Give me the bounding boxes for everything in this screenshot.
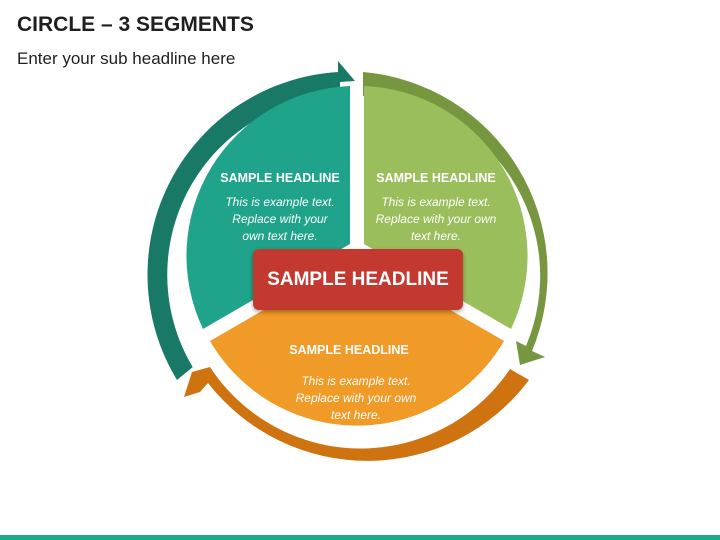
page-title: CIRCLE – 3 SEGMENTS <box>17 13 254 36</box>
arrow-teal <box>147 61 355 380</box>
segment-green <box>364 86 528 329</box>
segment-1-headline: SAMPLE HEADLINE <box>220 171 339 185</box>
segment-3-line-1: This is example text. <box>301 374 410 388</box>
segment-orange <box>210 256 504 426</box>
segment-3-headline: SAMPLE HEADLINE <box>289 343 408 357</box>
segment-1-line-3: own text here. <box>242 229 317 243</box>
arrow-green <box>363 72 548 365</box>
page-subtitle: Enter your sub headline here <box>17 49 236 68</box>
segment-2-line-2: Replace with your own <box>376 212 497 226</box>
segment-3-line-3: text here. <box>331 408 381 422</box>
segment-2-line-3: text here. <box>411 229 461 243</box>
center-headline-box: SAMPLE HEADLINE <box>253 249 463 310</box>
segment-3-line-2: Replace with your own <box>296 391 417 405</box>
arrow-orange <box>184 367 529 461</box>
bottom-accent-bar <box>0 535 720 540</box>
segment-1-line-2: Replace with your <box>232 212 328 226</box>
segment-teal <box>186 86 350 329</box>
segment-2-line-1: This is example text. <box>381 195 490 209</box>
segment-1-line-1: This is example text. <box>225 195 334 209</box>
segment-2-headline: SAMPLE HEADLINE <box>376 171 495 185</box>
center-headline: SAMPLE HEADLINE <box>267 268 449 290</box>
